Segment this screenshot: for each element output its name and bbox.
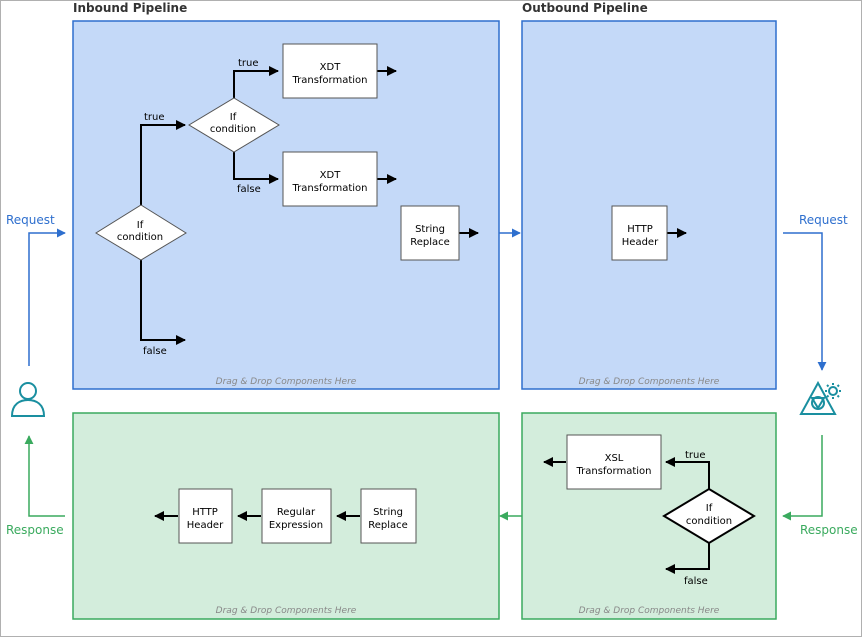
outbound-pipeline-panel[interactable] <box>521 20 777 390</box>
request-label-left: Request <box>6 213 55 227</box>
svg-text:If: If <box>137 220 144 231</box>
request-flow-right <box>783 232 827 371</box>
svg-text:XDT: XDT <box>320 170 342 181</box>
request-label-right: Request <box>799 213 848 227</box>
inbound-string-replace[interactable]: String Replace <box>400 205 460 261</box>
outbound-pipeline-title: Outbound Pipeline <box>522 1 648 15</box>
svg-text:Transformation: Transformation <box>575 466 651 477</box>
user-icon[interactable] <box>10 382 46 417</box>
outbound-http-header[interactable]: HTTP Header <box>611 205 668 261</box>
inbound-pipeline-title: Inbound Pipeline <box>73 1 187 15</box>
cond1-true-label: true <box>144 112 165 123</box>
svg-text:condition: condition <box>117 232 163 243</box>
request-flow-left <box>28 228 66 366</box>
outbound-response-true-label: true <box>685 450 706 461</box>
svg-text:Transformation: Transformation <box>291 183 367 194</box>
outbound-response-xsl-transformation[interactable]: XSL Transformation <box>566 434 662 490</box>
cond1-false-label: false <box>143 346 167 357</box>
response-label-right: Response <box>800 523 858 537</box>
outbound-response-connectors <box>543 457 710 574</box>
cond2-false-label: false <box>237 184 261 195</box>
response-flow-left <box>24 435 65 517</box>
svg-text:If: If <box>230 112 237 123</box>
svg-text:String: String <box>373 507 403 518</box>
inbound-xdt-transformation-true[interactable]: XDT Transformation <box>282 43 378 99</box>
outbound-response-if-condition[interactable]: If condition <box>662 487 756 545</box>
inbound-flow-connectors <box>140 66 479 345</box>
svg-text:Transformation: Transformation <box>291 75 367 86</box>
inbound-response-regular-expression[interactable]: Regular Expression <box>261 488 332 544</box>
outbound-response-drop-hint: Drag & Drop Components Here <box>579 606 720 616</box>
outbound-response-false-label: false <box>684 576 708 587</box>
service-gear-icon[interactable] <box>799 380 841 415</box>
svg-text:condition: condition <box>210 124 256 135</box>
inbound-response-string-replace[interactable]: String Replace <box>360 488 417 544</box>
inbound-response-drop-hint: Drag & Drop Components Here <box>216 606 357 616</box>
svg-text:Header: Header <box>187 520 224 531</box>
response-label-left: Response <box>6 523 64 537</box>
inbound-if-condition-1[interactable]: If condition <box>95 204 187 261</box>
svg-text:String: String <box>415 224 445 235</box>
response-flow-right <box>782 435 823 521</box>
cond2-true-label: true <box>238 58 259 69</box>
svg-text:Header: Header <box>622 237 659 248</box>
svg-text:Replace: Replace <box>368 520 408 531</box>
inbound-response-http-header[interactable]: HTTP Header <box>178 488 233 544</box>
svg-text:condition: condition <box>686 516 732 527</box>
svg-text:Expression: Expression <box>269 520 323 531</box>
svg-text:Regular: Regular <box>277 507 316 518</box>
inbound-drop-hint: Drag & Drop Components Here <box>216 377 357 387</box>
svg-text:If: If <box>706 503 713 514</box>
inbound-xdt-transformation-false[interactable]: XDT Transformation <box>282 151 378 207</box>
svg-text:XSL: XSL <box>605 453 624 464</box>
inbound-if-condition-2[interactable]: If condition <box>188 97 280 153</box>
outbound-drop-hint: Drag & Drop Components Here <box>579 377 720 387</box>
svg-text:XDT: XDT <box>320 62 342 73</box>
svg-text:HTTP: HTTP <box>627 224 653 235</box>
svg-text:Replace: Replace <box>410 237 450 248</box>
svg-text:HTTP: HTTP <box>192 507 218 518</box>
